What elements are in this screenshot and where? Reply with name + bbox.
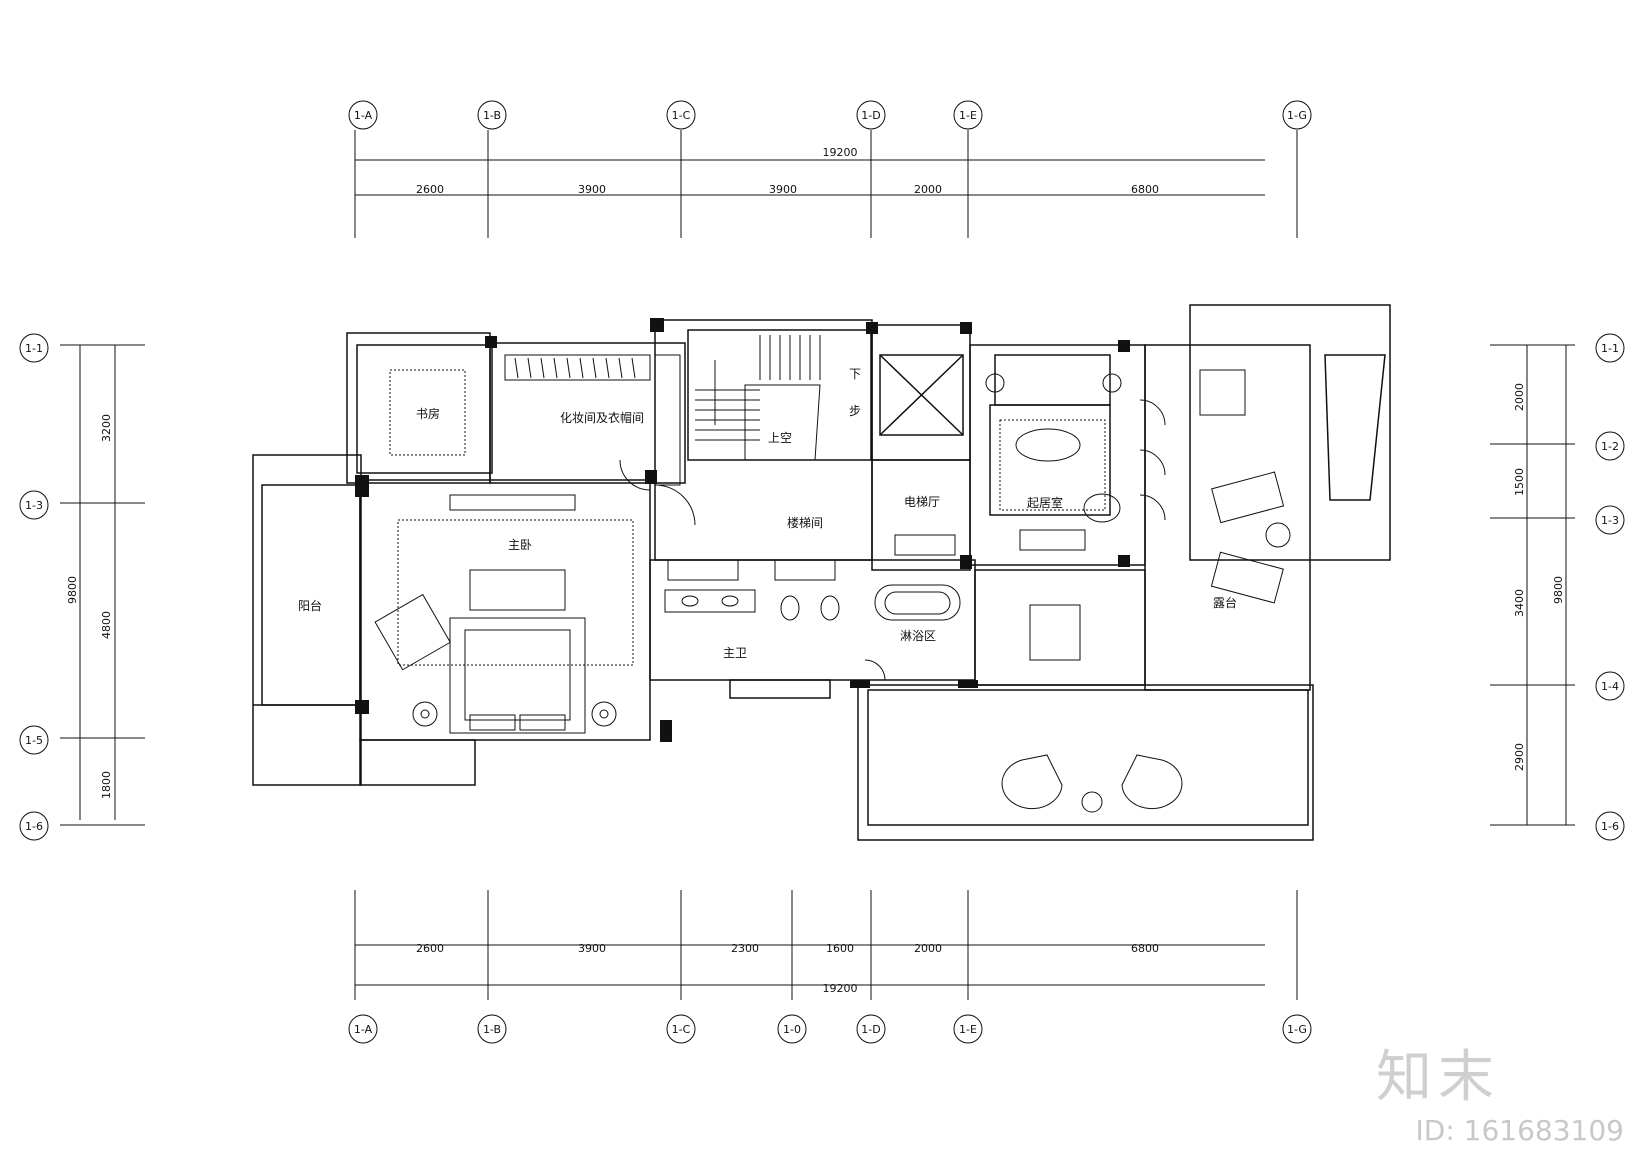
room-elevator-hall: 电梯厅 xyxy=(904,495,940,509)
dim-right-4: 2900 xyxy=(1513,743,1526,771)
top-axis-bubbles xyxy=(348,100,1312,130)
dim-left-1: 3200 xyxy=(100,414,113,442)
dim-bottom-4: 1600 xyxy=(826,942,854,955)
room-void: 上空 xyxy=(768,431,792,445)
structural-columns xyxy=(355,318,1130,742)
wardrobe xyxy=(504,354,681,486)
room-study: 书房 xyxy=(416,406,440,421)
watermark-id: ID: 161683109 xyxy=(1415,1114,1624,1147)
terrace-furniture xyxy=(1001,369,1291,813)
axis-right-2: 1-2 xyxy=(1601,440,1619,453)
dim-right-1: 2000 xyxy=(1513,383,1526,411)
axis-right-4: 1-4 xyxy=(1601,680,1619,693)
axis-right-1: 1-1 xyxy=(1601,342,1619,355)
dim-bottom-3: 2300 xyxy=(731,942,759,955)
left-dimension-lines xyxy=(60,344,145,826)
dim-top-2: 3900 xyxy=(578,183,606,196)
axis-bottom-a: 1-A xyxy=(354,1023,373,1036)
dim-right-2: 1500 xyxy=(1513,468,1526,496)
room-stairwell: 楼梯间 xyxy=(787,515,823,530)
axis-bottom-b: 1-B xyxy=(483,1023,501,1036)
axis-bottom-e: 1-E xyxy=(959,1023,977,1036)
axis-top-e: 1-E xyxy=(959,109,977,122)
axis-bottom-g: 1-G xyxy=(1287,1023,1307,1036)
left-axis-bubbles xyxy=(19,333,49,841)
axis-top-c: 1-C xyxy=(672,109,691,122)
bedroom-furniture xyxy=(374,369,634,734)
staircase xyxy=(695,335,821,461)
top-dimension-lines xyxy=(354,130,1298,238)
dim-bottom-6: 6800 xyxy=(1131,942,1159,955)
building-walls xyxy=(252,304,1391,841)
dim-right-total: 9800 xyxy=(1552,576,1565,604)
dim-left-total: 9800 xyxy=(66,576,79,604)
dim-top-3: 3900 xyxy=(769,183,797,196)
axis-right-3: 1-3 xyxy=(1601,514,1619,527)
axis-bottom-d: 1-D xyxy=(861,1023,880,1036)
dim-top-total: 19200 xyxy=(823,146,858,159)
axis-right-6: 1-6 xyxy=(1601,820,1619,833)
axis-left-1: 1-1 xyxy=(25,342,43,355)
dim-left-3: 1800 xyxy=(100,771,113,799)
room-stair-down: 下 xyxy=(849,367,861,381)
watermark-logo: 知末 xyxy=(1376,1045,1500,1110)
room-lounge: 起居室 xyxy=(1027,495,1063,510)
dim-bottom-2: 3900 xyxy=(578,942,606,955)
dim-bottom-5: 2000 xyxy=(914,942,942,955)
room-dressing: 化妆间及衣帽间 xyxy=(560,410,644,425)
room-balcony: 阳台 xyxy=(298,598,322,613)
axis-top-b: 1-B xyxy=(483,109,501,122)
room-labels: 书房 化妆间及衣帽间 上空 下 步 主卧 阳台 楼梯间 电梯厅 主卫 淋浴区 起… xyxy=(298,367,1237,660)
dim-right-3: 3400 xyxy=(1513,589,1526,617)
dim-bottom-1: 2600 xyxy=(416,942,444,955)
door-swings xyxy=(619,399,1166,681)
axis-top-a: 1-A xyxy=(354,109,373,122)
dim-top-1: 2600 xyxy=(416,183,444,196)
dim-top-5: 6800 xyxy=(1131,183,1159,196)
axis-top-d: 1-D xyxy=(861,109,880,122)
bathroom-fixtures xyxy=(664,534,961,621)
axis-left-5: 1-5 xyxy=(25,734,43,747)
axis-left-6: 1-6 xyxy=(25,820,43,833)
dim-top-4: 2000 xyxy=(914,183,942,196)
axis-top-g: 1-G xyxy=(1287,109,1307,122)
room-terrace: 露台 xyxy=(1213,595,1237,610)
lounge-furniture xyxy=(985,373,1122,551)
dim-left-2: 4800 xyxy=(100,611,113,639)
dimension-labels: 19200 2600 3900 3900 2000 6800 2600 3900… xyxy=(66,146,1565,995)
right-axis-bubbles xyxy=(1595,333,1625,841)
axis-bottom-c: 1-C xyxy=(672,1023,691,1036)
room-stair-note: 步 xyxy=(849,404,861,418)
room-bedroom: 主卧 xyxy=(508,538,532,552)
axis-labels: 1-A 1-B 1-C 1-D 1-E 1-G 1-A 1-B 1-C 1-0 … xyxy=(25,109,1619,1036)
right-dimension-lines xyxy=(1490,344,1575,826)
room-master-bath: 主卫 xyxy=(723,646,747,660)
dim-bottom-total: 19200 xyxy=(823,982,858,995)
axis-left-3: 1-3 xyxy=(25,499,43,512)
bottom-axis-bubbles xyxy=(348,1014,1312,1044)
axis-bottom-0: 1-0 xyxy=(783,1023,801,1036)
room-shower: 淋浴区 xyxy=(900,629,936,643)
bottom-dimension-lines xyxy=(354,890,1298,1000)
